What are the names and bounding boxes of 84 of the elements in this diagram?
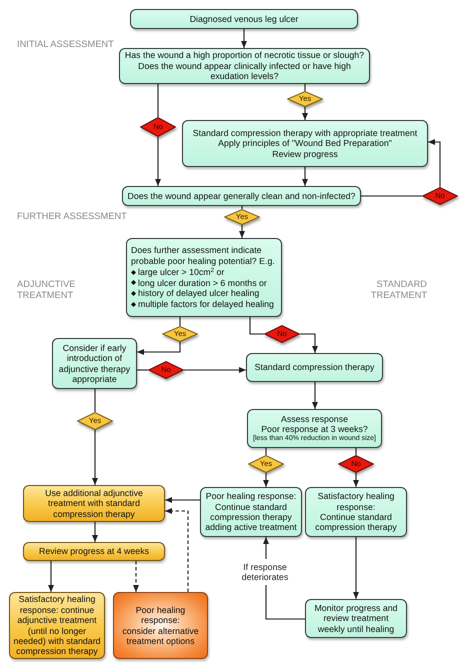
process-box xyxy=(113,592,208,659)
process-box xyxy=(247,409,382,448)
flow-line xyxy=(179,317,181,326)
box-text: Does the wound appear generally clean and non-infected? xyxy=(128,190,356,202)
flow-arrow xyxy=(92,430,98,485)
section-label: STANDARD TREATMENT xyxy=(370,279,427,300)
box-text: Assess response xyxy=(281,414,348,424)
process-box xyxy=(122,186,361,206)
box-text: large ulcer > 10cm$^{2}$ or xyxy=(138,266,224,278)
box-text: Diagnosed venous leg ulcer xyxy=(190,14,298,24)
box-text: Consider if early introduction of adjunctive therapy appropriate xyxy=(58,342,132,384)
flow-arrow xyxy=(239,225,245,238)
flow-arrow xyxy=(241,29,247,48)
box-text: Monitor progress and review treatment weekly until healing xyxy=(313,602,399,634)
flow-line xyxy=(304,84,306,91)
process-box xyxy=(246,353,383,382)
box-text: Use additional adjunctive treatment with standard compression therapy xyxy=(44,488,144,520)
flow-arrow xyxy=(165,497,200,503)
section-label: ADJUNCTIVE TREATMENT xyxy=(17,279,76,300)
decision-diamond xyxy=(338,455,374,473)
flow-arrow xyxy=(48,561,54,592)
box-text: Poor healing response: xyxy=(206,491,296,502)
box-text: history of delayed ulcer healing xyxy=(138,288,260,300)
process-box xyxy=(126,238,282,317)
flow-line xyxy=(249,317,264,335)
dashed-arrow xyxy=(133,561,139,592)
box-text: Review progress at 4 weeks xyxy=(38,546,149,557)
decision-diamond xyxy=(140,117,176,137)
decision-diamond xyxy=(148,361,184,379)
box-text: long ulcer duration > 6 months or xyxy=(138,278,267,288)
flow-arrow xyxy=(137,342,181,355)
box-text: Does the wound appear clinically infected or have high exudation levels? xyxy=(137,60,352,82)
decision-diamond xyxy=(248,455,284,473)
process-box xyxy=(23,485,165,522)
box-text: Standard compression therapy xyxy=(254,362,374,373)
flow-line xyxy=(94,389,96,412)
box-text: consider alternative treatment options xyxy=(121,626,200,646)
decision-diamond xyxy=(162,326,198,342)
box-text: multiple factors for delayed healing xyxy=(138,299,274,310)
flow-arrow xyxy=(302,167,308,186)
process-box xyxy=(119,48,370,84)
box-text: Apply principles of "Wound Bed Preparation" xyxy=(218,138,392,149)
box-text: Satisfactory healing response: xyxy=(316,491,396,512)
flow-line xyxy=(265,448,267,455)
decision-diamond xyxy=(77,412,113,430)
box-text: Review progress xyxy=(272,148,338,160)
process-box xyxy=(23,542,165,561)
process-box xyxy=(305,487,407,537)
flow-arrow xyxy=(428,139,441,187)
flow-line xyxy=(241,206,243,209)
box-text: Continue standard compression therapy adding active treatment xyxy=(204,502,298,533)
section-label: INITIAL ASSESSMENT xyxy=(17,39,115,50)
flow-line xyxy=(137,369,148,371)
box-text: Has the wound a high proportion of necrotic tissue or slough? xyxy=(124,50,364,61)
flow-arrow xyxy=(353,537,359,599)
flow-line xyxy=(355,448,357,455)
flow-line xyxy=(361,195,422,197)
flow-arrow xyxy=(155,137,161,186)
box-text: Poor response at 3 weeks? xyxy=(261,424,368,434)
flow-arrow xyxy=(353,473,359,487)
decision-diamond xyxy=(224,209,260,225)
decision-diamond xyxy=(264,325,300,343)
flow-arrow xyxy=(184,367,246,373)
box-text: Standard compression therapy with appropriate treatment xyxy=(192,128,418,138)
box-text: Does further assessment indicate probable poor healing potential? E.g. xyxy=(131,245,276,267)
process-box xyxy=(200,487,302,537)
flow-arrow xyxy=(263,536,306,620)
process-box xyxy=(182,120,428,167)
dashed-arrow xyxy=(165,508,189,592)
decision-diamond xyxy=(287,91,323,107)
flow-arrow xyxy=(302,107,308,120)
flow-arrow xyxy=(300,333,318,353)
process-box xyxy=(305,599,407,638)
decision-diamond xyxy=(422,187,458,205)
section-label: FURTHER ASSESSMENT xyxy=(17,211,128,222)
box-text: Continue standard compression therapy xyxy=(314,512,398,533)
flow-arrow xyxy=(92,522,98,542)
flow-line xyxy=(157,84,159,117)
box-text: Poor healing response: xyxy=(134,604,186,626)
flow-arrow xyxy=(312,382,318,409)
box-text: Satisfactory healing response: continue adjunctive treatment (until no longer needed) with standard compression therapy xyxy=(12,594,102,657)
flow-arrow xyxy=(263,473,269,487)
process-box xyxy=(52,338,137,389)
process-box xyxy=(130,9,358,29)
